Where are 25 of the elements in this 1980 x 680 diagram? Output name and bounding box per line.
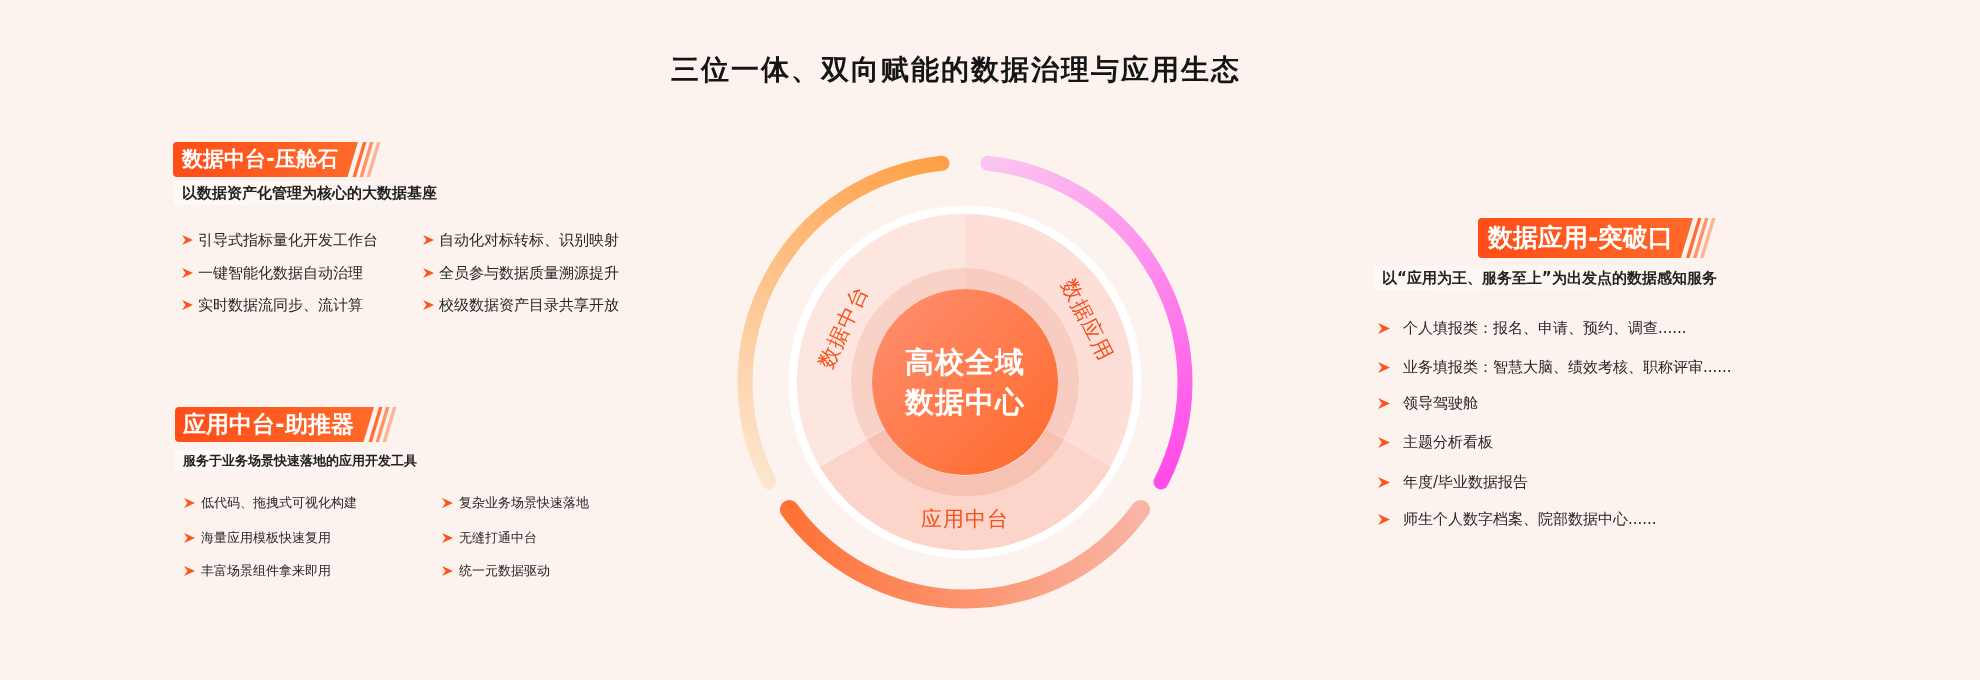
list-item: 年度/毕业数据报告 [1403,471,1529,493]
list-item: 师生个人数字档案、院部数据中心...... [1403,508,1657,530]
list-item: 引导式指标量化开发工作台 [198,229,378,251]
list-item: 校级数据资产目录共享开放 [439,294,619,316]
list-item: 领导驾驶舱 [1403,392,1478,414]
list-item: 海量应用模板快速复用 [201,529,331,547]
list-item: 自动化对标转标、识别映射 [439,229,619,251]
list-item: 全员参与数据质量溯源提升 [439,262,619,284]
sector-label: 数据中台 [812,282,873,373]
pie-sector [797,214,965,466]
pie-sector [819,428,1111,550]
list-item: 实时数据流同步、流计算 [198,294,363,316]
list-item: 丰富场景组件拿来即用 [201,562,331,580]
list-item: 低代码、拖拽式可视化构建 [201,494,357,512]
list-item: 无缝打通中台 [459,529,537,547]
pie-sector [965,214,1133,466]
list-item: 个人填报类：报名、申请、预约、调查...... [1403,317,1687,339]
sector-label: 应用中台 [921,506,1009,532]
list-item: 业务填报类：智慧大脑、绩效考核、职称评审...... [1403,356,1732,378]
list-item: 复杂业务场景快速落地 [459,494,589,512]
list-item: 主题分析看板 [1403,431,1493,453]
list-item: 统一元数据驱动 [459,562,550,580]
sector-label: 数据应用 [1055,274,1119,365]
diagram-title: 三位一体、双向赋能的数据治理与应用生态 [671,52,1241,88]
list-item: 一键智能化数据自动治理 [198,262,363,284]
